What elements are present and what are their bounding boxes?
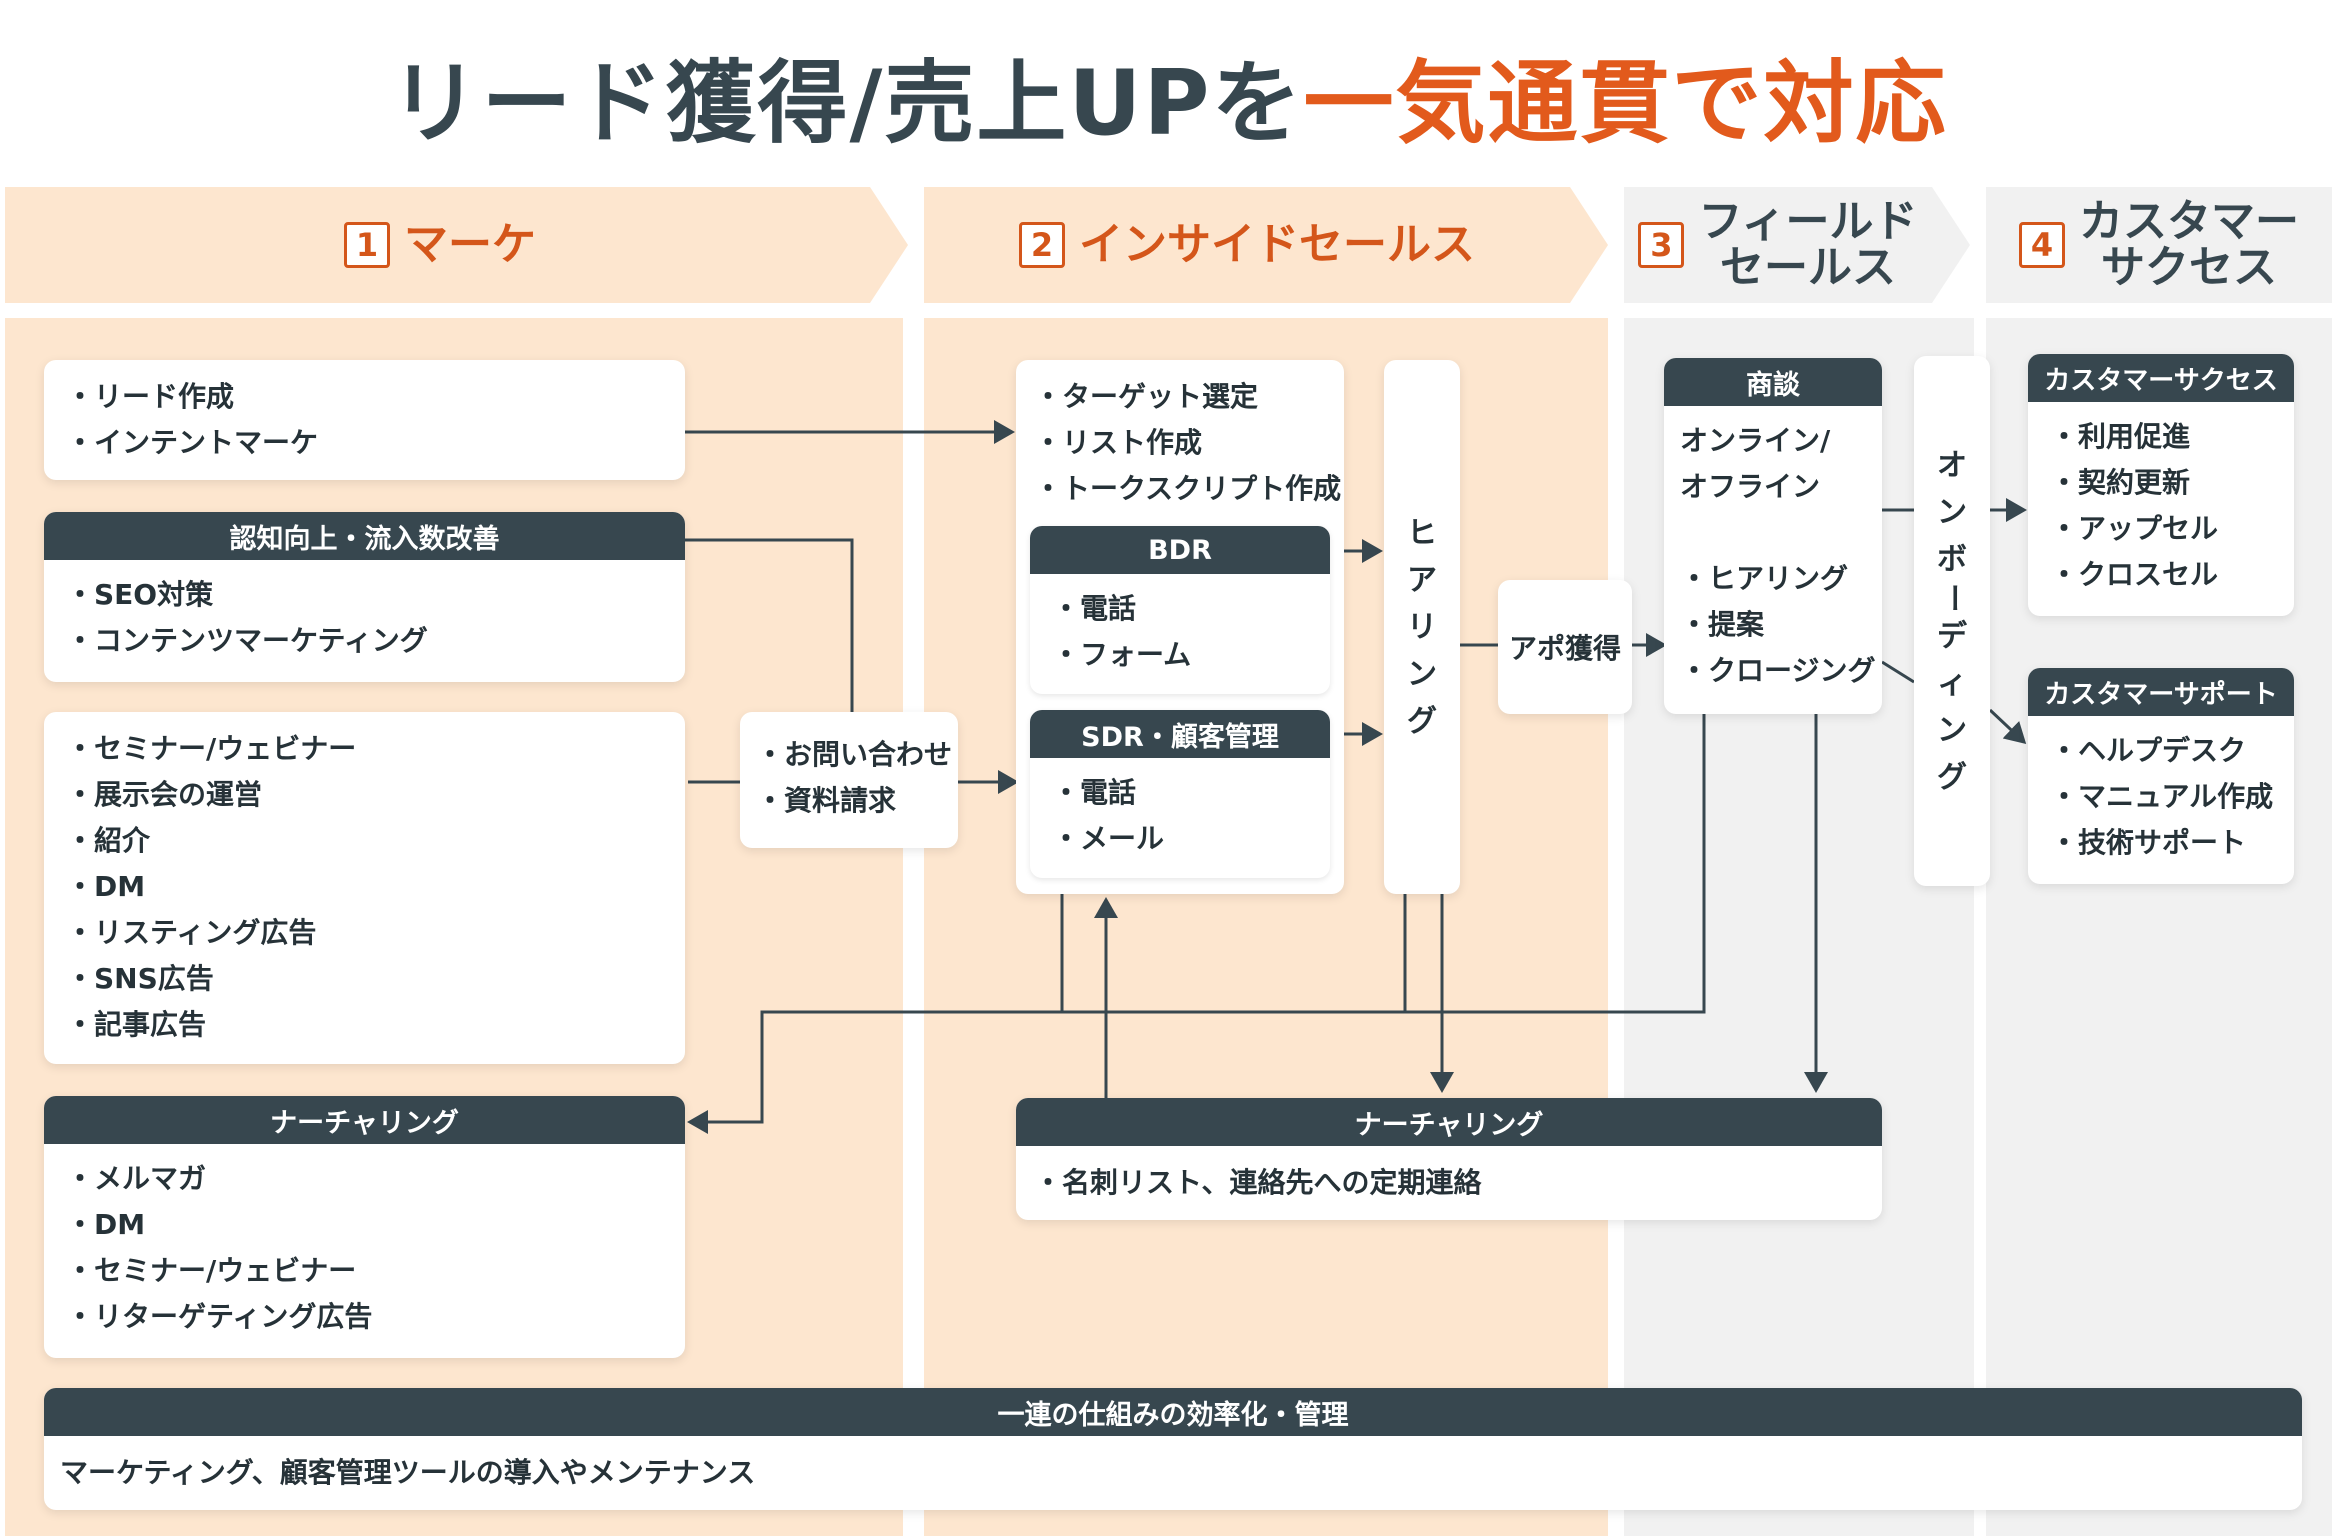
title-main: リード獲得/売上UPを	[389, 51, 1304, 156]
meeting-mode-line1: オンライン/	[1680, 424, 1831, 457]
onboarding-char: ン	[1937, 494, 1967, 530]
onboarding-char: ン	[1937, 712, 1967, 748]
hearing-char: リ	[1407, 609, 1437, 645]
onboarding-char: オ	[1937, 447, 1967, 483]
inside-sales-nurturing-card: ナーチャリング 名刺リスト、連絡先への定期連絡	[1016, 1098, 1882, 1220]
list-item: メルマガ	[66, 1156, 663, 1202]
list-item: クロージング	[1680, 648, 1875, 694]
awareness-heading: 認知向上・流入数改善	[44, 512, 685, 560]
onboarding-char: ボ	[1937, 541, 1967, 577]
list-item: リード作成	[66, 374, 663, 420]
meeting-mode-line2: オフライン	[1680, 470, 1821, 503]
list-item: メール	[1052, 816, 1308, 862]
awareness-card: 認知向上・流入数改善 SEO対策 コンテンツマーケティング	[44, 512, 685, 682]
phase-title-line1: フィールド	[1698, 196, 1918, 247]
list-item: リスティング広告	[66, 910, 663, 956]
appointment-label: アポ獲得	[1508, 632, 1621, 665]
list-item: コンテンツマーケティング	[66, 618, 663, 664]
meeting-heading: 商談	[1664, 358, 1882, 406]
list-item: 電話	[1052, 586, 1308, 632]
phase-number: 2	[1019, 222, 1065, 268]
onboarding-box: オ ン ボ ー デ ィ ン グ	[1914, 356, 1990, 886]
phase-inside-sales: 2 インサイドセールス	[924, 187, 1570, 303]
list-item: SEO対策	[66, 572, 663, 618]
list-item: セミナー/ウェビナー	[66, 726, 663, 772]
list-item: アップセル	[2050, 506, 2272, 552]
customer-support-heading: カスタマーサポート	[2028, 668, 2294, 716]
list-item: 資料請求	[756, 778, 942, 824]
list-item: マニュアル作成	[2050, 774, 2273, 820]
list-item: 技術サポート	[2050, 820, 2272, 866]
list-item: ヘルプデスク	[2050, 728, 2272, 774]
phase-title: マーケ	[404, 219, 536, 270]
hearing-char: グ	[1407, 703, 1437, 739]
onboarding-char: ィ	[1937, 665, 1967, 701]
hearing-char: ン	[1407, 656, 1437, 692]
list-item: DM	[66, 1202, 663, 1248]
list-item: リスト作成	[1034, 420, 1326, 466]
management-heading: 一連の仕組みの効率化・管理	[44, 1388, 2302, 1436]
phase-field-sales: 3 フィールドセールス	[1624, 187, 1932, 303]
list-item: 利用促進	[2050, 414, 2272, 460]
hearing-char: ヒ	[1407, 515, 1437, 551]
marketing-nurturing-card: ナーチャリング メルマガ DM セミナー/ウェビナー リターゲティング広告	[44, 1096, 685, 1358]
list-item: 展示会の運営	[66, 772, 663, 818]
list-item: トークスクリプト作成	[1034, 466, 1341, 512]
inquiry-card: お問い合わせ 資料請求	[740, 712, 958, 848]
nurturing-heading: ナーチャリング	[44, 1096, 685, 1144]
list-item: DM	[66, 864, 663, 910]
phase-customer-success: 4 カスタマーサクセス	[1986, 187, 2332, 303]
phase-number: 4	[2019, 222, 2065, 268]
list-item: 提案	[1680, 602, 1866, 648]
list-item: 名刺リスト、連絡先への定期連絡	[1034, 1160, 1860, 1206]
hearing-box: ヒ ア リ ン グ	[1384, 360, 1460, 894]
list-item: フォーム	[1052, 632, 1308, 678]
list-item: 電話	[1052, 770, 1308, 816]
sdr-card: SDR・顧客管理 電話 メール	[1030, 710, 1330, 878]
title-accent: 一気通貫で対応	[1303, 51, 1948, 156]
onboarding-char: グ	[1937, 759, 1967, 795]
lead-card: リード作成 インテントマーケ	[44, 360, 685, 480]
list-item: ヒアリング	[1680, 556, 1866, 602]
customer-success-card: カスタマーサクセス 利用促進 契約更新 アップセル クロスセル	[2028, 354, 2294, 616]
list-item: 記事広告	[66, 1002, 663, 1048]
nurturing-heading: ナーチャリング	[1016, 1098, 1882, 1146]
list-item: クロスセル	[2050, 552, 2272, 598]
list-item: 契約更新	[2050, 460, 2272, 506]
bdr-heading: BDR	[1030, 526, 1330, 574]
list-item: セミナー/ウェビナー	[66, 1248, 663, 1294]
phase-title: インサイドセールス	[1079, 219, 1475, 270]
list-item: リターゲティング広告	[66, 1294, 663, 1340]
page-title: リード獲得/売上UPを一気通貫で対応	[0, 30, 2337, 160]
phase-number: 3	[1638, 222, 1685, 268]
management-card: 一連の仕組みの効率化・管理 マーケティング、顧客管理ツールの導入やメンテナンス	[44, 1388, 2302, 1510]
bdr-card: BDR 電話 フォーム	[1030, 526, 1330, 694]
hearing-char: ア	[1407, 562, 1437, 598]
sdr-heading: SDR・顧客管理	[1030, 710, 1330, 758]
customer-support-card: カスタマーサポート ヘルプデスク マニュアル作成 技術サポート	[2028, 668, 2294, 884]
phase-title-line2: サクセス	[2101, 242, 2277, 293]
list-item: 紹介	[66, 818, 663, 864]
onboarding-char: デ	[1937, 618, 1967, 654]
phase-title-line1: カスタマー	[2079, 196, 2299, 247]
onboarding-char: ー	[1934, 582, 1970, 613]
list-item: ターゲット選定	[1034, 374, 1326, 420]
list-item: SNS広告	[66, 956, 663, 1002]
phase-marketing: 1 マーケ	[5, 187, 875, 303]
management-text: マーケティング、顧客管理ツールの導入やメンテナンス	[60, 1456, 756, 1489]
appointment-box: アポ獲得	[1498, 580, 1632, 714]
meeting-card: 商談 オンライン/ オフライン ヒアリング 提案 クロージング	[1664, 358, 1882, 714]
phase-title-line2: セールス	[1720, 242, 1896, 293]
list-item: インテントマーケ	[66, 420, 663, 466]
list-item: お問い合わせ	[756, 732, 952, 778]
events-card: セミナー/ウェビナー 展示会の運営 紹介 DM リスティング広告 SNS広告 記…	[44, 712, 685, 1064]
customer-success-heading: カスタマーサクセス	[2028, 354, 2294, 402]
phase-number: 1	[344, 222, 390, 268]
